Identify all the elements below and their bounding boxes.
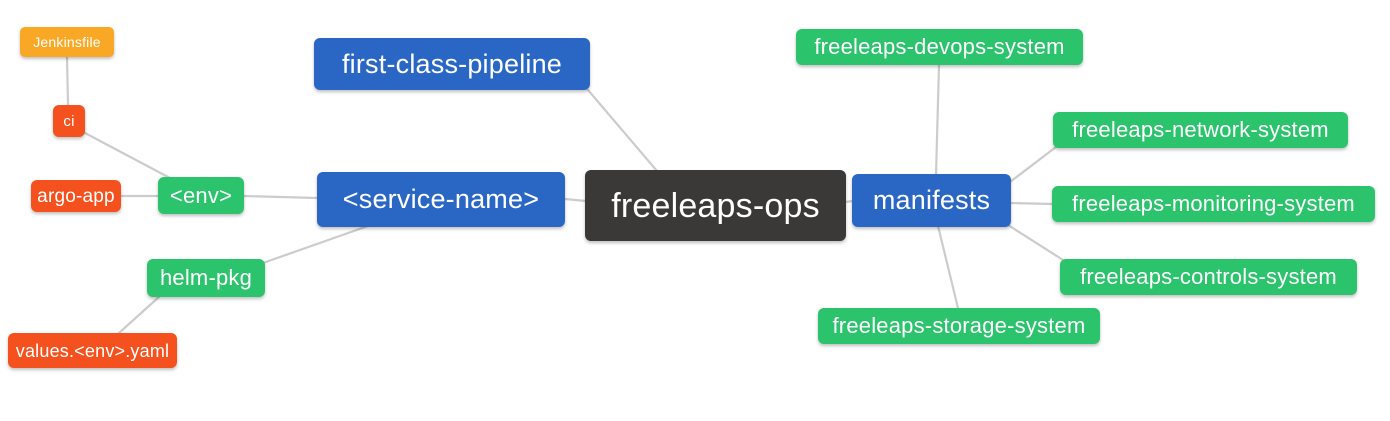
node-service-name[interactable]: <service-name> xyxy=(317,172,565,227)
edge-manifests-storage xyxy=(936,224,960,310)
edge-helm-pkg-values xyxy=(117,294,162,335)
node-env[interactable]: <env> xyxy=(158,177,244,214)
edge-pipeline-freeleaps-ops xyxy=(586,88,659,173)
node-freeleaps-storage-system[interactable]: freeleaps-storage-system xyxy=(818,308,1100,344)
edge-service-name-helm-pkg xyxy=(261,224,370,265)
node-freeleaps-ops[interactable]: freeleaps-ops xyxy=(585,170,846,241)
edge-ci-env xyxy=(83,131,172,180)
edge-service-name-freeleaps-ops xyxy=(563,197,588,203)
edge-jenkinsfile-ci xyxy=(65,55,70,107)
edge-env-service-name xyxy=(242,194,319,200)
edge-manifests-monitoring xyxy=(1008,201,1054,206)
node-jenkinsfile[interactable]: Jenkinsfile xyxy=(20,27,114,57)
edge-manifests-network xyxy=(1008,145,1058,184)
node-argo-app[interactable]: argo-app xyxy=(31,180,121,212)
edge-manifests-controls xyxy=(1006,223,1065,262)
edge-freeleaps-ops-manifests xyxy=(843,199,855,204)
node-freeleaps-network-system[interactable]: freeleaps-network-system xyxy=(1053,112,1348,148)
edge-manifests-devops xyxy=(934,63,941,177)
node-ci[interactable]: ci xyxy=(53,105,85,137)
node-values-env-yaml[interactable]: values.<env>.yaml xyxy=(8,333,177,368)
node-freeleaps-monitoring-system[interactable]: freeleaps-monitoring-system xyxy=(1052,186,1375,222)
node-first-class-pipeline[interactable]: first-class-pipeline xyxy=(314,38,590,90)
node-freeleaps-devops-system[interactable]: freeleaps-devops-system xyxy=(796,29,1083,65)
node-manifests[interactable]: manifests xyxy=(852,174,1011,227)
node-helm-pkg[interactable]: helm-pkg xyxy=(147,259,265,297)
node-freeleaps-controls-system[interactable]: freeleaps-controls-system xyxy=(1060,259,1357,295)
